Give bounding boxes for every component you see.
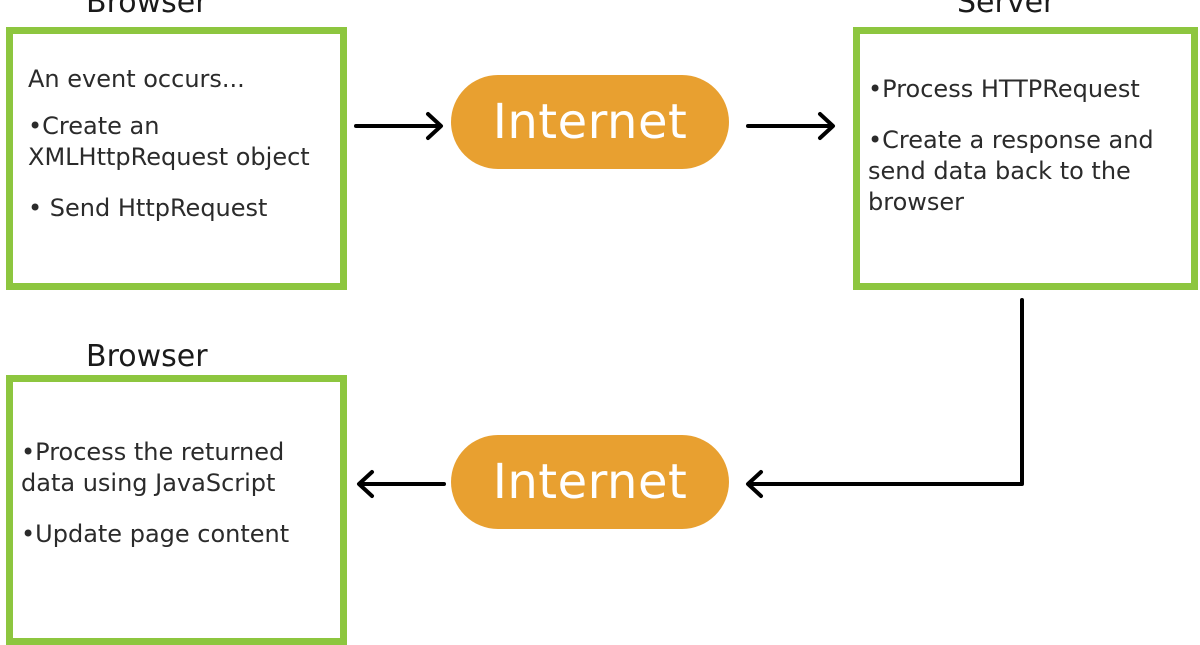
internet-top-node: Internet	[451, 75, 729, 169]
browser-request-text: An event occurs... •Create an XMLHttpReq…	[28, 64, 310, 244]
browser-top-heading: Browser	[86, 0, 208, 20]
create-xhr-item: •Create an XMLHttpRequest object	[28, 112, 310, 171]
internet-bottom-label: Internet	[492, 454, 688, 510]
send-request-item: • Send HttpRequest	[28, 194, 268, 222]
arrow-browser-to-internet	[354, 112, 443, 140]
arrow-internet-to-browser	[357, 470, 446, 498]
arrow-internet-to-server	[746, 112, 835, 140]
browser-response-text: •Process the returned data using JavaScr…	[21, 437, 289, 570]
internet-top-label: Internet	[492, 94, 688, 150]
server-heading: Server	[957, 0, 1056, 20]
server-box: •Process HTTPRequest •Create a response …	[853, 27, 1198, 290]
process-data-item: •Process the returned data using JavaScr…	[21, 438, 285, 497]
process-request-item: •Process HTTPRequest	[868, 75, 1140, 103]
connector-arrows	[354, 112, 1024, 498]
internet-bottom-node: Internet	[451, 435, 729, 529]
event-occurs-text: An event occurs...	[28, 65, 245, 93]
browser-bottom-heading: Browser	[86, 339, 208, 374]
arrow-server-to-internet	[746, 298, 1024, 498]
browser-response-box: •Process the returned data using JavaScr…	[6, 375, 347, 645]
server-text: •Process HTTPRequest •Create a response …	[868, 74, 1154, 238]
browser-request-box: An event occurs... •Create an XMLHttpReq…	[6, 27, 347, 290]
create-response-item: •Create a response and send data back to…	[868, 126, 1154, 216]
update-content-item: •Update page content	[21, 520, 290, 548]
